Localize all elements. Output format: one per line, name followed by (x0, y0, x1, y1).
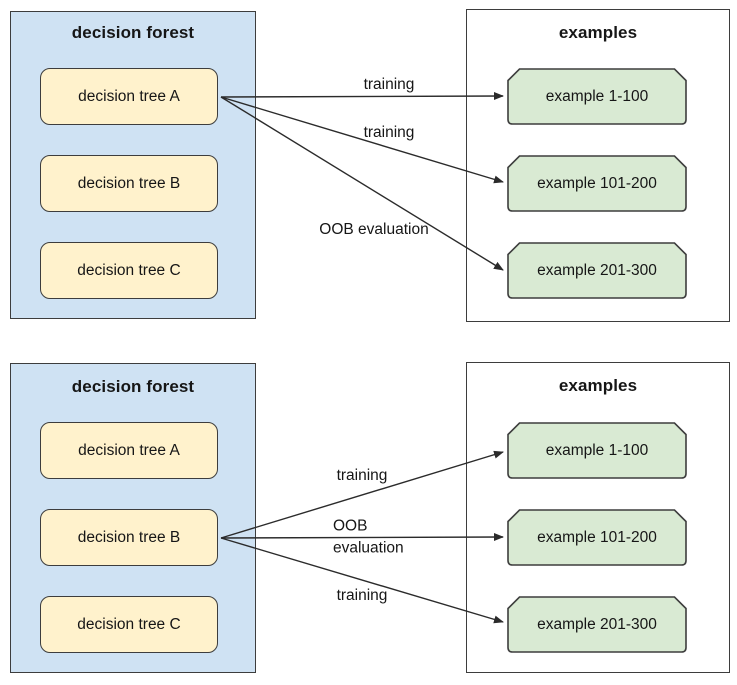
arrow-label-oob-evaluation: OOB evaluation (319, 221, 429, 238)
example-card-shape (507, 68, 687, 125)
arrow-label-training: training (363, 76, 415, 93)
examples-title: examples (558, 23, 638, 42)
decision-tree-a-box: decision tree A (40, 422, 218, 479)
example-card-shape (507, 596, 687, 653)
decision-tree-c-box: decision tree C (40, 596, 218, 653)
arrow-label-oob-evaluation: OOB evaluation (333, 517, 404, 557)
example-card-label: example 1-100 (545, 441, 649, 459)
decision-tree-b-box: decision tree B (40, 509, 218, 566)
example-card-shape (507, 509, 687, 566)
arrow-label-training: training (363, 124, 415, 141)
example-1-100-card: example 1-100 (507, 422, 687, 479)
example-card-shape (507, 155, 687, 212)
decision-tree-c-box: decision tree C (40, 242, 218, 299)
example-card-label: example 201-300 (537, 615, 657, 633)
example-card-label: example 101-200 (537, 174, 657, 192)
example-1-100-card: example 1-100 (507, 68, 687, 125)
example-card-label: example 201-300 (537, 261, 657, 279)
example-card-label: example 101-200 (537, 528, 657, 546)
example-201-300-card: example 201-300 (507, 242, 687, 299)
arrow-label-training: training (336, 467, 388, 484)
example-card-label: example 1-100 (545, 87, 649, 105)
example-201-300-card: example 201-300 (507, 596, 687, 653)
example-card-shape (507, 422, 687, 479)
example-101-200-card: example 101-200 (507, 509, 687, 566)
examples-title: examples (558, 376, 638, 395)
arrow-label-training: training (336, 587, 388, 604)
decision-forest-title: decision forest (71, 23, 195, 42)
decision-tree-b-box: decision tree B (40, 155, 218, 212)
example-101-200-card: example 101-200 (507, 155, 687, 212)
decision-forest-title: decision forest (71, 377, 195, 396)
example-card-shape (507, 242, 687, 299)
decision-tree-a-box: decision tree A (40, 68, 218, 125)
